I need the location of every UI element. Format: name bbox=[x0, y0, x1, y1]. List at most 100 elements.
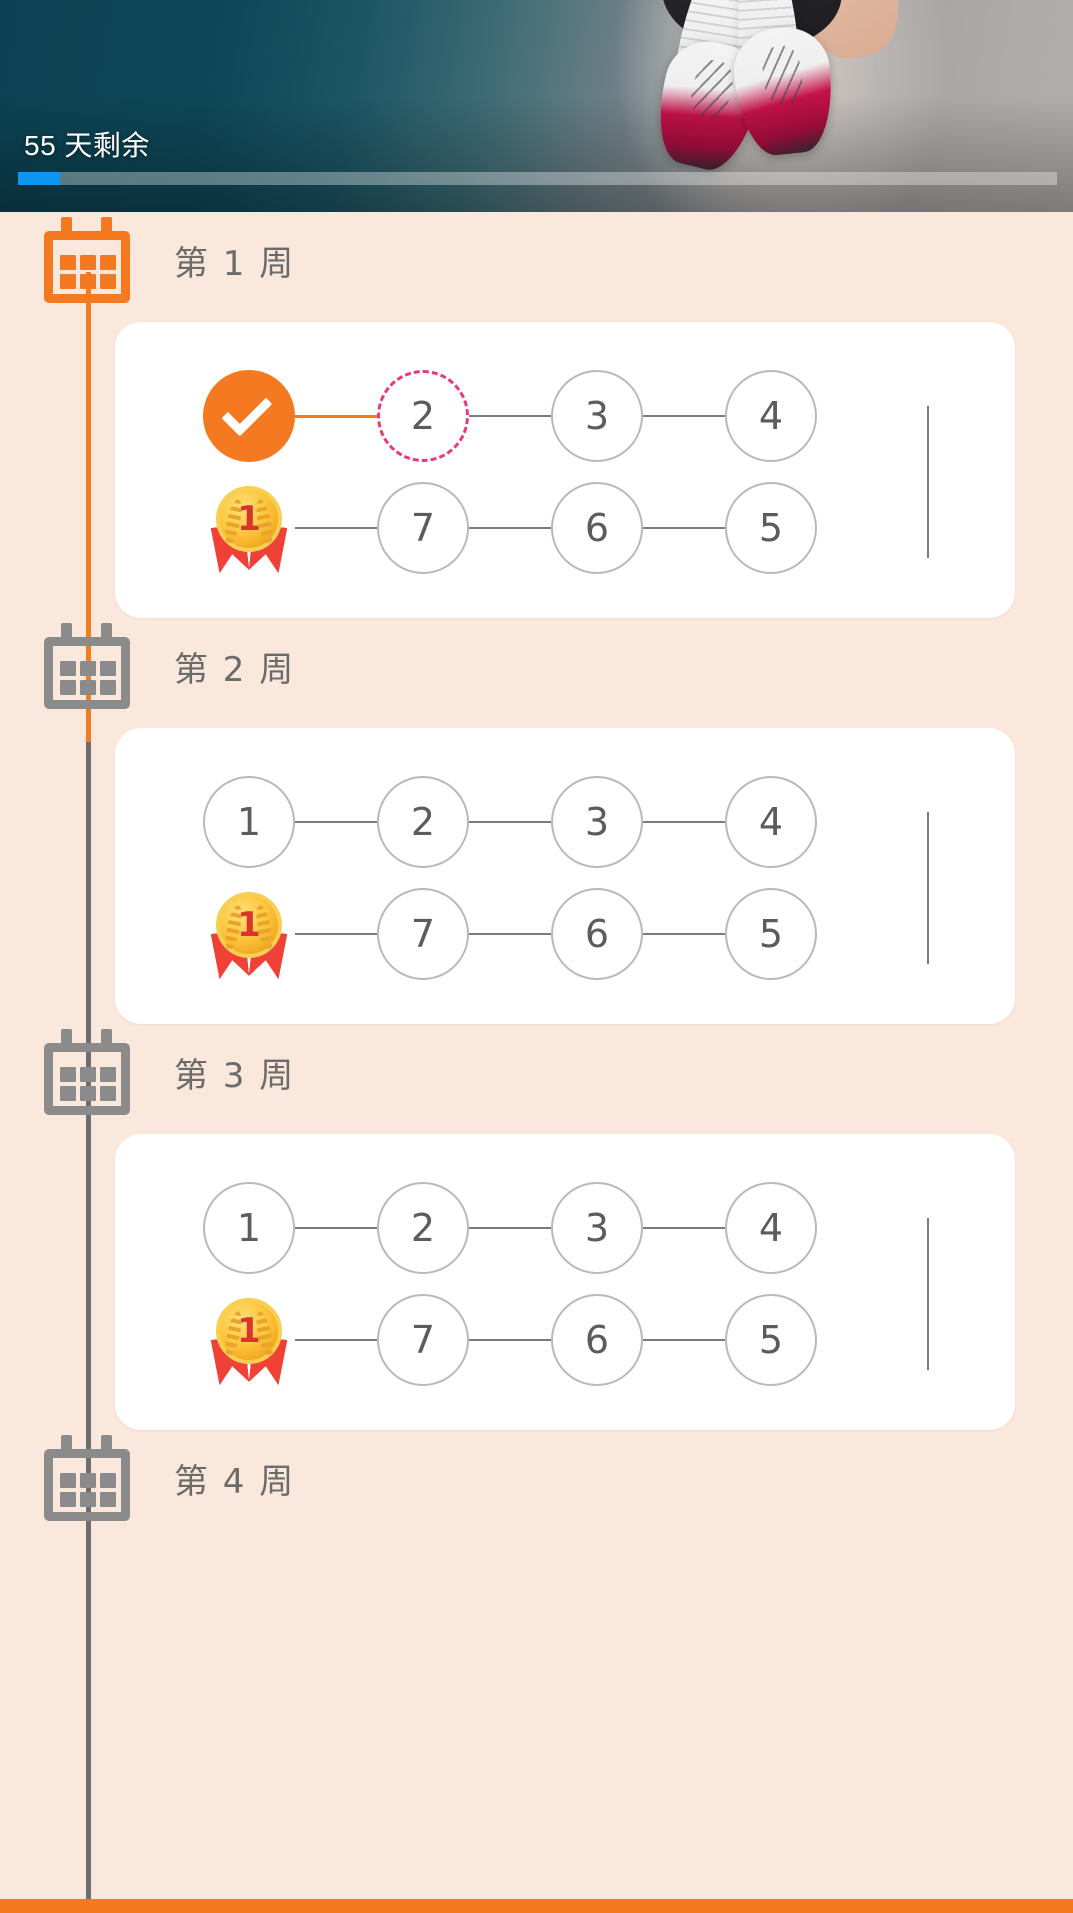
day-node[interactable]: 4 bbox=[725, 1182, 817, 1274]
week-title: 第 2 周 bbox=[174, 649, 296, 690]
node-connector bbox=[469, 821, 551, 823]
week-block: 第 3 周 1 2 3 4 1 7 6 5 bbox=[0, 1024, 1073, 1430]
calendar-icon bbox=[38, 217, 136, 303]
day-node-label: 7 bbox=[410, 912, 436, 956]
day-node[interactable]: 2 bbox=[377, 1182, 469, 1274]
calendar-icon bbox=[38, 623, 136, 709]
week-header[interactable]: 第 3 周 bbox=[0, 1024, 1073, 1120]
medal-rank-label: 1 bbox=[237, 499, 261, 539]
day-node[interactable]: 6 bbox=[551, 1294, 643, 1386]
week-day-row: 1 2 3 4 bbox=[115, 766, 1015, 878]
day-node-label: 6 bbox=[584, 506, 610, 550]
week-day-row: 1 7 6 5 bbox=[115, 1284, 1015, 1396]
week-day-row: 1 2 3 4 bbox=[115, 1172, 1015, 1284]
day-node[interactable]: 4 bbox=[725, 370, 817, 462]
day-node[interactable]: 1 bbox=[203, 1182, 295, 1274]
week-card: 2 3 4 1 7 6 5 bbox=[115, 322, 1015, 618]
node-connector bbox=[643, 415, 725, 417]
week-title: 第 4 周 bbox=[174, 1461, 296, 1502]
day-node[interactable]: 6 bbox=[551, 482, 643, 574]
day-node[interactable]: 7 bbox=[377, 1294, 469, 1386]
program-progress-bar bbox=[18, 172, 1057, 185]
week-header[interactable]: 第 2 周 bbox=[0, 618, 1073, 714]
day-node-label: 3 bbox=[584, 394, 610, 438]
hero-gradient-overlay bbox=[0, 0, 1073, 212]
day-node[interactable]: 5 bbox=[725, 1294, 817, 1386]
gold-medal-icon[interactable]: 1 bbox=[203, 482, 295, 574]
node-connector bbox=[643, 933, 725, 935]
gold-medal-icon[interactable]: 1 bbox=[203, 888, 295, 980]
day-node-label: 6 bbox=[584, 1318, 610, 1362]
node-connector bbox=[469, 527, 551, 529]
node-connector bbox=[295, 414, 377, 418]
day-node-label: 7 bbox=[410, 506, 436, 550]
node-connector bbox=[643, 527, 725, 529]
calendar-icon bbox=[38, 1435, 136, 1521]
weeks-timeline: 第 1 周 2 3 4 1 7 6 5 第 2 周 1 2 3 4 1 7 6 5 bbox=[0, 212, 1073, 1913]
day-node-label: 4 bbox=[758, 394, 784, 438]
row-connector-elbow bbox=[927, 406, 929, 558]
day-node-label: 5 bbox=[758, 1318, 784, 1362]
node-connector bbox=[295, 821, 377, 823]
day-node[interactable]: 6 bbox=[551, 888, 643, 980]
week-header[interactable]: 第 4 周 bbox=[0, 1430, 1073, 1526]
week-day-row: 1 7 6 5 bbox=[115, 472, 1015, 584]
node-connector bbox=[295, 1227, 377, 1229]
day-node-current[interactable]: 2 bbox=[377, 370, 469, 462]
day-node-label: 7 bbox=[410, 1318, 436, 1362]
day-node-label: 1 bbox=[236, 800, 262, 844]
medal-rank-label: 1 bbox=[237, 1311, 261, 1351]
hero-header: 55 天剩余 bbox=[0, 0, 1073, 212]
medal-rank-label: 1 bbox=[237, 905, 261, 945]
day-node[interactable]: 3 bbox=[551, 776, 643, 868]
week-title: 第 3 周 bbox=[174, 1055, 296, 1096]
node-connector bbox=[469, 1227, 551, 1229]
day-node-label: 2 bbox=[410, 1206, 436, 1250]
row-connector-elbow bbox=[927, 1218, 929, 1370]
week-title: 第 1 周 bbox=[174, 243, 296, 284]
day-node-label: 5 bbox=[758, 506, 784, 550]
program-progress-fill bbox=[18, 172, 60, 185]
day-node[interactable]: 3 bbox=[551, 370, 643, 462]
day-node[interactable]: 7 bbox=[377, 888, 469, 980]
day-node-label: 4 bbox=[758, 800, 784, 844]
day-node-label: 6 bbox=[584, 912, 610, 956]
node-connector bbox=[643, 821, 725, 823]
week-card: 1 2 3 4 1 7 6 5 bbox=[115, 1134, 1015, 1430]
week-day-row: 1 7 6 5 bbox=[115, 878, 1015, 990]
day-node-completed[interactable] bbox=[203, 370, 295, 462]
day-node[interactable]: 7 bbox=[377, 482, 469, 574]
timeline-spine-active bbox=[86, 272, 91, 742]
day-node-label: 2 bbox=[410, 394, 436, 438]
bottom-accent-bar bbox=[0, 1899, 1073, 1913]
node-connector bbox=[469, 933, 551, 935]
week-card: 1 2 3 4 1 7 6 5 bbox=[115, 728, 1015, 1024]
node-connector bbox=[643, 1227, 725, 1229]
day-node[interactable]: 5 bbox=[725, 482, 817, 574]
day-node-label: 1 bbox=[236, 1206, 262, 1250]
day-node[interactable]: 2 bbox=[377, 776, 469, 868]
day-node[interactable]: 3 bbox=[551, 1182, 643, 1274]
day-node-label: 3 bbox=[584, 1206, 610, 1250]
day-node[interactable]: 4 bbox=[725, 776, 817, 868]
day-node-label: 4 bbox=[758, 1206, 784, 1250]
week-day-row: 2 3 4 bbox=[115, 360, 1015, 472]
check-icon bbox=[221, 385, 273, 437]
node-connector bbox=[295, 933, 377, 935]
calendar-icon bbox=[38, 1029, 136, 1115]
hero-background-photo bbox=[0, 0, 1073, 212]
week-header[interactable]: 第 1 周 bbox=[0, 212, 1073, 308]
gold-medal-icon[interactable]: 1 bbox=[203, 1294, 295, 1386]
week-block: 第 2 周 1 2 3 4 1 7 6 5 bbox=[0, 618, 1073, 1024]
week-block: 第 1 周 2 3 4 1 7 6 5 bbox=[0, 212, 1073, 618]
day-node[interactable]: 1 bbox=[203, 776, 295, 868]
day-node-label: 3 bbox=[584, 800, 610, 844]
day-node-label: 2 bbox=[410, 800, 436, 844]
node-connector bbox=[469, 415, 551, 417]
row-connector-elbow bbox=[927, 812, 929, 964]
node-connector bbox=[295, 1339, 377, 1341]
days-remaining-title: 55 天剩余 bbox=[24, 130, 150, 161]
day-node[interactable]: 5 bbox=[725, 888, 817, 980]
node-connector bbox=[295, 527, 377, 529]
day-node-label: 5 bbox=[758, 912, 784, 956]
